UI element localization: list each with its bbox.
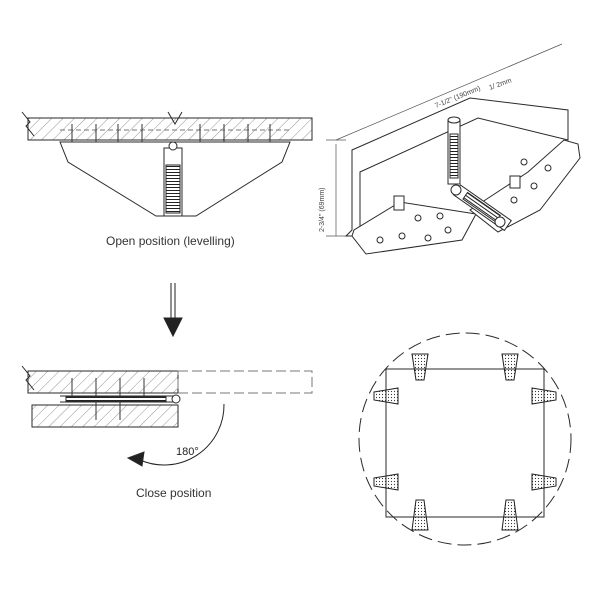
bracket: [501, 499, 519, 531]
bracket: [373, 387, 399, 405]
bracket: [531, 473, 557, 491]
dim-height: 2-3/4" (69mm): [319, 188, 326, 233]
bracket: [531, 387, 557, 405]
down-arrow: [163, 283, 183, 338]
close-position-drawing: [21, 365, 313, 467]
bracket: [411, 353, 429, 381]
table-layout-circle: [358, 332, 572, 546]
angle-label: 180°: [176, 446, 199, 458]
bracket: [411, 499, 429, 531]
open-position-caption: Open position (levelling): [106, 234, 235, 248]
hinge-isometric: [326, 43, 581, 255]
close-position-caption: Close position: [136, 486, 212, 500]
bracket: [373, 473, 399, 491]
dim-thickness: 1/ 2mm: [488, 77, 512, 92]
bracket: [501, 353, 519, 381]
open-position-drawing: [21, 111, 313, 217]
